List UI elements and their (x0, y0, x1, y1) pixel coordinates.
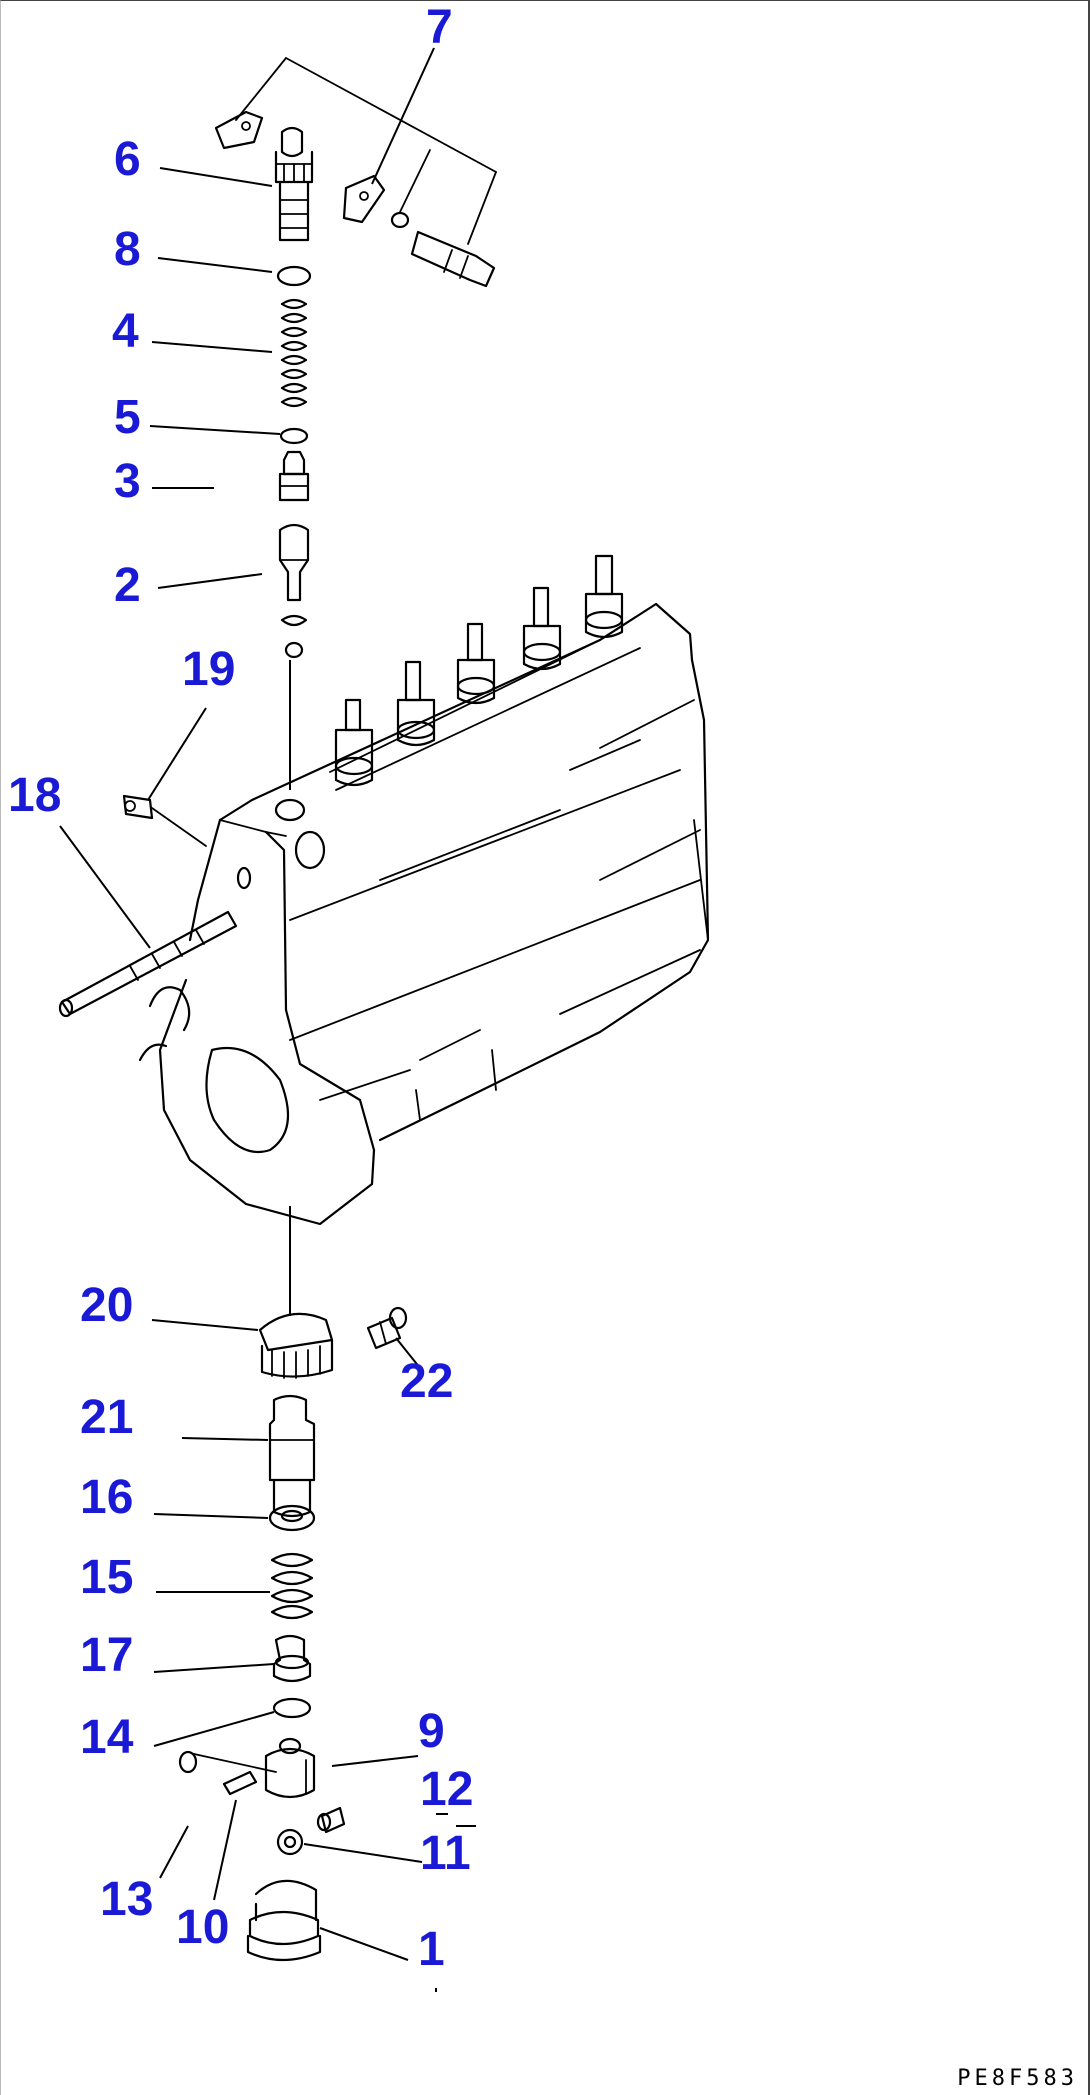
control-sleeve-20 (258, 1312, 334, 1379)
bolt-19 (122, 794, 207, 847)
delivery-valve-3 (278, 450, 310, 502)
callout-3: 3 (114, 455, 141, 508)
pin-13 (178, 1750, 277, 1774)
tappet-9 (264, 1737, 316, 1799)
plunger-21 (268, 1394, 316, 1518)
callout-17: 17 (80, 1629, 134, 1682)
callout-16: 16 (80, 1471, 134, 1524)
callout-6: 6 (114, 133, 141, 186)
callout-15: 15 (80, 1551, 134, 1604)
leader-lines (59, 47, 476, 1992)
callout-7: 7 (426, 1, 453, 54)
callout-12: 12 (420, 1763, 474, 1816)
roller-12 (316, 1806, 346, 1834)
upper-seat-16 (268, 1504, 316, 1532)
spring-4 (280, 298, 308, 408)
injection-pump-body (138, 602, 710, 1226)
callout-22: 22 (400, 1355, 454, 1408)
callout-5: 5 (114, 391, 141, 444)
cap-1 (246, 1879, 322, 1962)
callout-19: 19 (182, 643, 236, 696)
delivery-valve-holder-6 (274, 126, 314, 242)
callout-1: 1 (418, 1923, 445, 1976)
callout-20: 20 (80, 1279, 134, 1332)
callout-18: 18 (8, 769, 62, 822)
callout-4: 4 (112, 305, 139, 358)
pin-10 (222, 1770, 258, 1796)
o-ring-8 (276, 265, 312, 287)
pump-top-elements (329, 554, 641, 791)
callout-14: 14 (80, 1711, 134, 1764)
valve-seat-2 (278, 523, 310, 659)
gasket-5 (279, 427, 309, 445)
drawing-code-label: PE8F583 (957, 2066, 1078, 2091)
screw-22 (366, 1306, 408, 1350)
callout-21: 21 (80, 1391, 134, 1444)
washer-11 (276, 1828, 304, 1856)
callout-10: 10 (176, 1901, 230, 1954)
shim-14 (272, 1697, 312, 1719)
part-7-group (214, 57, 497, 288)
control-rod-18 (58, 910, 238, 1018)
callout-2: 2 (114, 559, 141, 612)
lower-seat-17 (272, 1634, 312, 1683)
callout-11: 11 (420, 1827, 471, 1880)
plunger-spring-15 (270, 1552, 314, 1620)
callout-13: 13 (100, 1873, 154, 1926)
callout-8: 8 (114, 223, 141, 276)
callout-9: 9 (418, 1705, 445, 1758)
